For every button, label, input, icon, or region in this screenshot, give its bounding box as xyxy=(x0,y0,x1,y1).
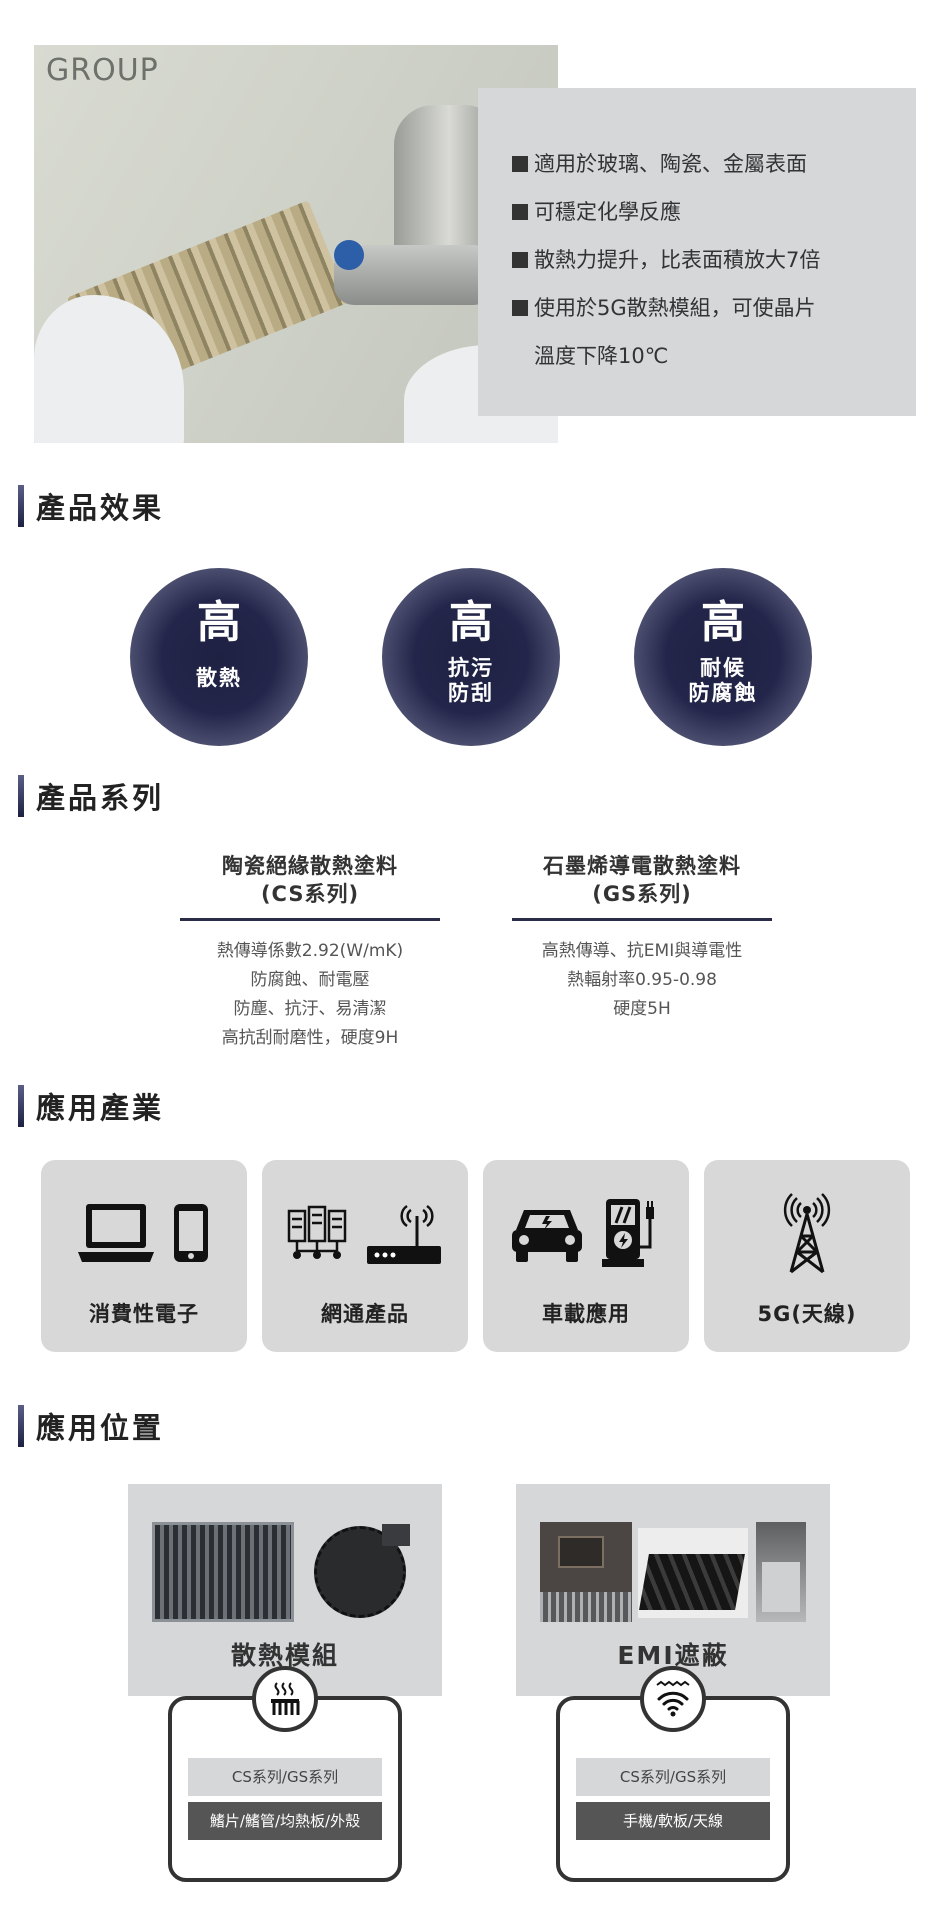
effect-circle-heat: 高 散熱 xyxy=(130,568,308,746)
round-heatsink-photo xyxy=(302,1518,418,1624)
black-heatsink-photo xyxy=(638,1528,748,1618)
router-icon xyxy=(367,1204,441,1264)
series-feature: 高抗刮耐磨性，硬度9H xyxy=(221,1028,399,1048)
ev-charger-icon xyxy=(602,1199,654,1267)
position-card-emi: EMI遮蔽 xyxy=(516,1484,830,1696)
parts-tag: 鰭片/鰭管/均熱板/外殼 xyxy=(188,1802,382,1840)
laptop-icon xyxy=(78,1204,154,1262)
section-header-series: 產品系列 xyxy=(18,775,164,817)
effect-circle-antifouling: 高 抗污 防刮 xyxy=(382,568,560,746)
series-feature: 熱傳導係數2.92(W/mK) xyxy=(216,941,404,961)
hero-bullet: 使用於5G散熱模組，可使晶片 xyxy=(512,284,916,332)
car-icon xyxy=(512,1210,582,1262)
section-accent-bar xyxy=(18,1405,24,1447)
phone-interior-photo xyxy=(756,1522,806,1622)
series-code: (GS系列) xyxy=(592,882,692,906)
pcb-shield-photo xyxy=(540,1522,632,1622)
industry-card-network: 網通產品 xyxy=(262,1160,468,1352)
section-title: 應用產業 xyxy=(36,1091,165,1125)
hero-bullet: 可穩定化學反應 xyxy=(512,188,916,236)
hero-bullet: 適用於玻璃、陶瓷、金屬表面 xyxy=(512,140,916,188)
square-bullet-icon xyxy=(512,204,528,220)
square-bullet-icon xyxy=(512,300,528,316)
position-info-frame: CS系列/GS系列 鰭片/鰭管/均熱板/外殼 xyxy=(168,1696,402,1882)
industry-card-consumer: 消費性電子 xyxy=(41,1160,247,1352)
server-icon xyxy=(287,1205,347,1259)
position-title: EMI遮蔽 xyxy=(617,1641,729,1670)
heatsink-fins-photo xyxy=(152,1522,294,1622)
section-accent-bar xyxy=(18,1085,24,1127)
section-accent-bar xyxy=(18,775,24,817)
series-tag: CS系列/GS系列 xyxy=(188,1758,382,1796)
section-header-industries: 應用產業 xyxy=(18,1085,164,1127)
series-divider xyxy=(512,918,772,921)
wifi-shield-icon xyxy=(640,1666,706,1732)
spray-gun-nozzle xyxy=(334,240,364,270)
series-gs: 石墨烯導電散熱塗料 (GS系列) 高熱傳導、抗EMI與導電性 熱輻射率0.95-… xyxy=(512,852,772,1024)
square-bullet-icon xyxy=(512,252,528,268)
series-feature: 熱輻射率0.95-0.98 xyxy=(567,970,717,990)
section-title: 應用位置 xyxy=(36,1411,165,1445)
industry-label: 車載應用 xyxy=(542,1302,630,1326)
square-bullet-icon xyxy=(512,156,528,172)
industry-card-5g: 5G(天線) xyxy=(704,1160,910,1352)
position-title: 散熱模組 xyxy=(230,1641,339,1670)
series-feature: 防塵、抗汙、易清潔 xyxy=(233,999,387,1019)
series-feature: 高熱傳導、抗EMI與導電性 xyxy=(541,941,743,961)
industry-label: 網通產品 xyxy=(321,1302,409,1326)
series-tag: CS系列/GS系列 xyxy=(576,1758,770,1796)
emi-images xyxy=(540,1518,806,1624)
parts-tag: 手機/軟板/天線 xyxy=(576,1802,770,1840)
series-feature: 防腐蝕、耐電壓 xyxy=(250,970,370,990)
hero-bullet: 散熱力提升，比表面積放大7倍 xyxy=(512,236,916,284)
heat-module-images xyxy=(152,1518,418,1624)
section-accent-bar xyxy=(18,485,24,527)
series-code: (CS系列) xyxy=(260,882,360,906)
group-logo: GROUP xyxy=(46,53,159,88)
section-title: 產品系列 xyxy=(36,781,165,815)
effect-circle-weather: 高 耐候 防腐蝕 xyxy=(634,568,812,746)
industry-label: 5G(天線) xyxy=(757,1302,857,1326)
heat-fins-icon xyxy=(252,1666,318,1732)
series-name: 石墨烯導電散熱塗料 xyxy=(543,854,741,878)
hero-bullet-continuation: 溫度下降10℃ xyxy=(534,344,669,368)
section-title: 產品效果 xyxy=(36,491,165,525)
series-cs: 陶瓷絕緣散熱塗料 (CS系列) 熱傳導係數2.92(W/mK) 防腐蝕、耐電壓 … xyxy=(180,852,440,1053)
section-header-positions: 應用位置 xyxy=(18,1405,164,1447)
hero-feature-box: 適用於玻璃、陶瓷、金屬表面 可穩定化學反應 散熱力提升，比表面積放大7倍 使用於… xyxy=(478,88,916,416)
section-header-effects: 產品效果 xyxy=(18,485,164,527)
phone-icon xyxy=(174,1204,208,1262)
series-feature: 硬度5H xyxy=(613,999,671,1019)
series-divider xyxy=(180,918,440,921)
industry-label: 消費性電子 xyxy=(89,1302,199,1326)
antenna-tower-icon xyxy=(783,1193,831,1274)
position-card-heat-module: 散熱模組 xyxy=(128,1484,442,1696)
industry-card-automotive: 車載應用 xyxy=(483,1160,689,1352)
series-name: 陶瓷絕緣散熱塗料 xyxy=(222,854,398,878)
